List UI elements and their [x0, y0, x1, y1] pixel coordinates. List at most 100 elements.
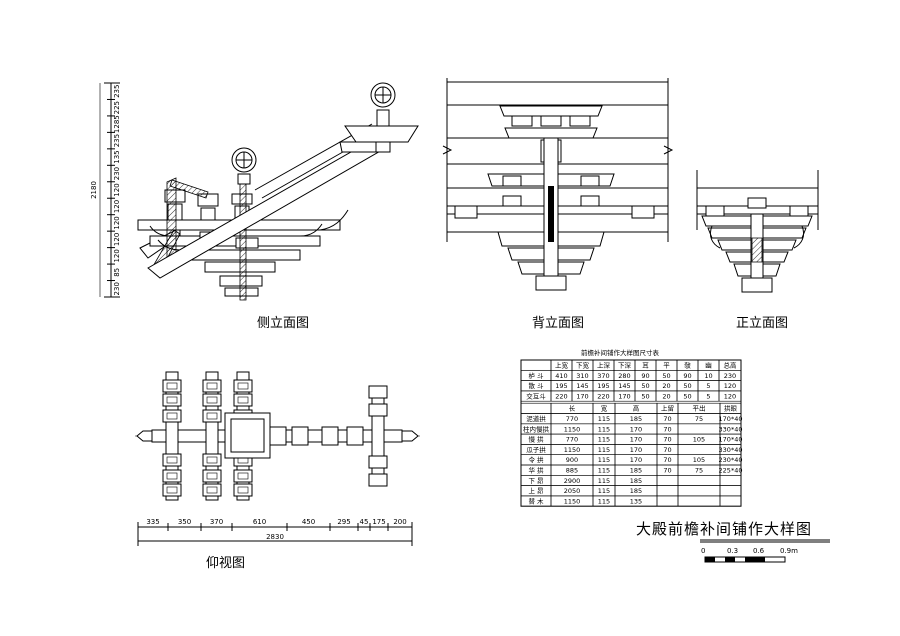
- bottom-dim-segment: 175: [372, 518, 385, 526]
- scale-label-0: 0: [701, 547, 705, 555]
- table-value-cell: 115: [598, 436, 610, 444]
- bracket-block-inner: [237, 472, 249, 480]
- table-value-cell: 170*40: [719, 415, 743, 423]
- table-border: [520, 359, 742, 507]
- table-value-cell: 120: [724, 392, 736, 400]
- table-value-cell: 70: [663, 446, 671, 454]
- bottom-dim-segment: 610: [253, 518, 266, 526]
- bracket-block-inner: [166, 412, 178, 420]
- side-lower-finial: [231, 147, 257, 185]
- side-dim-total: 2180: [90, 181, 98, 199]
- bracket-block-inner: [206, 396, 218, 404]
- table-value-cell: 2050: [564, 487, 581, 495]
- table-value-cell: 2900: [564, 477, 581, 485]
- bracket-block-inner: [166, 472, 178, 480]
- table-value-cell: 170: [630, 425, 642, 433]
- bracket-block: [368, 385, 388, 399]
- table-value-cell: 900: [566, 456, 578, 464]
- table-value-cell: 230: [724, 372, 736, 380]
- side-dim-segment: 85: [113, 268, 121, 277]
- table-header-cell: 总高: [724, 361, 738, 370]
- table-value-cell: 310: [576, 372, 588, 380]
- table-value-cell: 770: [566, 436, 578, 444]
- bracket-block: [233, 483, 253, 497]
- side-dim-segment: 120: [113, 183, 121, 196]
- table-header-cell: 长: [569, 404, 576, 413]
- table-cell: [719, 474, 742, 486]
- table-header-cell: 上深: [597, 361, 611, 370]
- bottom-dim-segment: 450: [302, 518, 315, 526]
- side-dim-segment: 235: [113, 85, 121, 98]
- bracket-block-inner: [166, 382, 178, 390]
- table-value-cell: 225*40: [719, 467, 743, 475]
- table-value-cell: 散 斗: [528, 381, 544, 390]
- table-value-cell: 115: [598, 446, 610, 454]
- table-value-cell: 145: [576, 382, 588, 390]
- table-value-cell: 70: [663, 425, 671, 433]
- back-elevation-caption: 背立面图: [532, 316, 584, 331]
- table-value-cell: 115: [598, 497, 610, 505]
- bottom-dim-segment: 200: [393, 518, 406, 526]
- table-value-cell: 115: [598, 425, 610, 433]
- bracket-block: [233, 469, 253, 483]
- table-value-cell: 50: [683, 382, 691, 390]
- table-value-cell: 105: [693, 456, 705, 464]
- table-value-cell: 370: [597, 372, 609, 380]
- bracket-block: [368, 473, 388, 487]
- bracket-block-inner: [166, 486, 178, 494]
- side-elevation-caption: 侧立面图: [257, 316, 309, 331]
- scale-label-2: 0.6: [753, 547, 765, 555]
- table-value-cell: 135: [630, 497, 642, 505]
- front-elevation: 正立面图: [696, 170, 819, 331]
- bracket-block: [269, 426, 287, 446]
- table-header-cell: 幽: [705, 361, 712, 370]
- bracket-block: [162, 483, 182, 497]
- table-value-cell: 280: [618, 372, 630, 380]
- bracket-block-inner: [206, 412, 218, 420]
- table-value-cell: 185: [630, 487, 642, 495]
- table-title: 前檐补间铺作大样图尺寸表: [581, 348, 660, 357]
- table-cell: [677, 474, 721, 486]
- side-dim-segment: 235: [113, 134, 121, 147]
- table-value-cell: 下 昂: [528, 477, 543, 485]
- table-header-cell: 耳: [642, 362, 649, 370]
- table-value-cell: 220: [555, 392, 567, 400]
- table-value-cell: 1150: [564, 497, 581, 505]
- table-value-cell: 泥道拱: [526, 414, 546, 423]
- table-value-cell: 华 拱: [528, 466, 544, 475]
- table-value-cell: 185: [630, 467, 642, 475]
- table-value-cell: 230*40: [719, 456, 743, 464]
- table-value-cell: 70: [663, 436, 671, 444]
- side-dim-segment: 120: [113, 233, 121, 246]
- side-dim-segment: 230: [113, 282, 121, 295]
- table-header-cell: 平: [663, 362, 670, 370]
- table-header-cell: 下宽: [576, 361, 590, 370]
- table-header-cell: 平出: [693, 404, 706, 413]
- bracket-block: [233, 379, 253, 393]
- table-value-cell: 170: [630, 436, 642, 444]
- table-header-cell: 敧: [684, 361, 691, 370]
- table-header-cell: 高: [633, 404, 640, 413]
- table-header-cell: 拱眼: [724, 404, 738, 413]
- front-elevation-caption: 正立面图: [736, 316, 788, 331]
- table-value-cell: 70: [663, 415, 671, 423]
- table-cell: [520, 402, 552, 414]
- table-value-cell: 170: [576, 392, 588, 400]
- bracket-block: [202, 483, 222, 497]
- bracket-block: [162, 393, 182, 407]
- table-value-cell: 115: [598, 456, 610, 464]
- table-cell: [677, 485, 721, 497]
- scale-bar: 0 0.3 0.6 0.9m: [701, 547, 798, 563]
- table-value-cell: 50: [662, 372, 670, 380]
- table-cell: [719, 495, 742, 507]
- front-bracket-layers: [701, 197, 813, 293]
- table-cell: [677, 495, 721, 507]
- bottom-dim-segment: 45: [360, 518, 369, 526]
- table-cell: [677, 444, 721, 455]
- table-header-cell: 上留: [661, 404, 674, 413]
- bracket-block: [162, 453, 182, 467]
- side-upper-finial: [344, 82, 419, 153]
- bracket-block-inner: [237, 382, 249, 390]
